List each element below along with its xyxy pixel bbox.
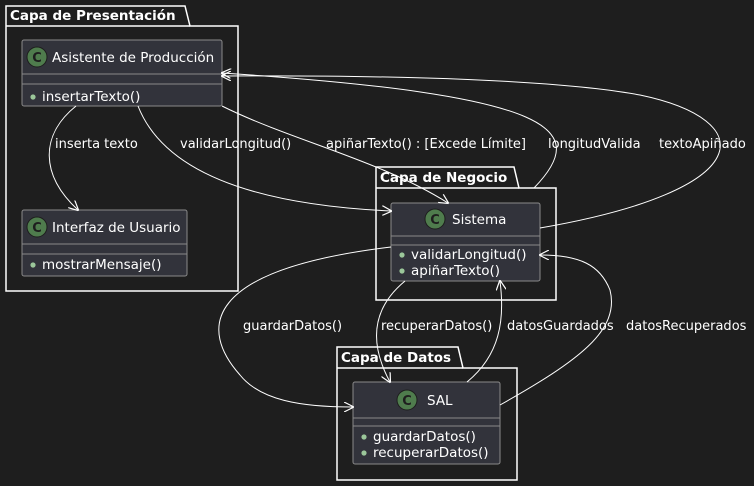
- stereotype-letter: C: [32, 51, 42, 66]
- class-name: Asistente de Producción: [52, 50, 214, 66]
- edge-apinar-texto: [221, 105, 448, 203]
- edge-guardar-datos: [218, 246, 392, 407]
- package-datos: Capa de Datos: [336, 346, 518, 481]
- class-name: SAL: [427, 393, 453, 409]
- public-method-icon: [399, 268, 405, 274]
- class-sistema[interactable]: C Sistema validarLongitud() apiñarTexto(…: [390, 202, 541, 282]
- package-title: Capa de Presentación: [10, 8, 176, 24]
- edge-label-apinar: apiñarTexto() : [Excede Límite]: [326, 137, 526, 152]
- edge-label-inserta: inserta texto: [55, 137, 138, 152]
- public-method-icon: [361, 450, 367, 456]
- edge-label-datos-guardados: datosGuardados: [507, 319, 614, 334]
- method-label: validarLongitud(): [411, 247, 527, 263]
- public-method-icon: [30, 262, 36, 268]
- class-circle-icon: [424, 208, 446, 230]
- class-name: Sistema: [452, 212, 506, 228]
- method-label: insertarTexto(): [42, 89, 140, 105]
- method-label: guardarDatos(): [373, 429, 476, 445]
- method-label: apiñarTexto(): [411, 263, 500, 279]
- edge-label-guardar: guardarDatos(): [243, 319, 342, 334]
- package-title: Capa de Negocio: [380, 170, 507, 186]
- class-circle-icon: [26, 46, 48, 68]
- public-method-icon: [361, 434, 367, 440]
- method-label: recuperarDatos(): [373, 445, 489, 461]
- edge-datos-guardados: [466, 281, 502, 383]
- edge-datos-recuperados: [499, 255, 612, 406]
- edge-label-texto-apinado: textoApiñado: [659, 137, 746, 152]
- edges: [48, 73, 721, 407]
- package-title: Capa de Datos: [341, 350, 451, 366]
- public-method-icon: [30, 94, 36, 100]
- edge-label-datos-recuperados: datosRecuperados: [626, 319, 747, 334]
- class-asistente[interactable]: C Asistente de Producción insertarTexto(…: [21, 39, 223, 107]
- class-sal[interactable]: C SAL guardarDatos() recuperarDatos(): [352, 381, 501, 465]
- class-name: Interfaz de Usuario: [52, 220, 181, 236]
- class-interfaz[interactable]: C Interfaz de Usuario mostrarMensaje(): [21, 209, 188, 277]
- stereotype-letter: C: [32, 221, 42, 236]
- edge-label-longitud: longitudValida: [548, 137, 641, 152]
- stereotype-letter: C: [402, 394, 412, 409]
- public-method-icon: [399, 252, 405, 258]
- edge-validar-longitud: [137, 105, 391, 211]
- package-negocio: Capa de Negocio: [375, 166, 557, 301]
- stereotype-letter: C: [430, 213, 440, 228]
- class-circle-icon: [396, 389, 418, 411]
- edge-inserta-texto: [48, 105, 78, 210]
- edge-label-recuperar: recuperarDatos(): [381, 319, 492, 334]
- method-label: mostrarMensaje(): [42, 257, 162, 273]
- package-presentacion: Capa de Presentación: [5, 5, 239, 292]
- class-circle-icon: [26, 216, 48, 238]
- edge-recuperar-datos: [376, 280, 406, 382]
- edge-texto-apinado: [222, 76, 721, 229]
- edge-longitud-valida: [222, 73, 557, 189]
- edge-label-validar: validarLongitud(): [180, 137, 291, 152]
